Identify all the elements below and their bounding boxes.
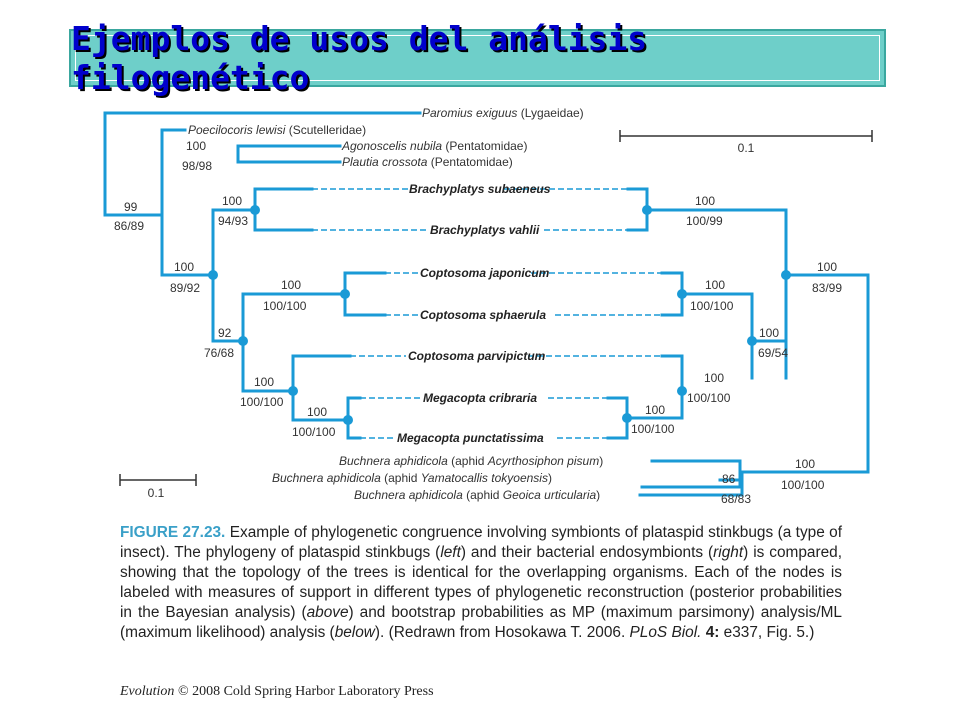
title-inner-border	[75, 35, 880, 81]
support-above: 92	[218, 326, 232, 340]
support-above: 100	[705, 278, 725, 292]
taxon-agonoscelis: Agonoscelis nubila (Pentatomidae)	[341, 139, 527, 153]
host-tree-dashes	[312, 188, 662, 439]
support-below: 100/100	[263, 299, 307, 313]
taxon-coptosoma-japonicum: Coptosoma japonicum	[420, 266, 550, 280]
host-tree-branches	[103, 111, 422, 440]
figure-caption: FIGURE 27.23. Example of phylogenetic co…	[120, 524, 842, 641]
figure-label: FIGURE 27.23.	[120, 524, 226, 541]
node-dot	[250, 205, 260, 215]
support-values-right: 100 100/99 100 83/99 100 100/100 100 69/…	[631, 194, 842, 506]
taxon-coptosoma-sphaerula: Coptosoma sphaerula	[420, 308, 546, 322]
support-above: 100	[695, 194, 715, 208]
support-below: 100/100	[781, 478, 825, 492]
support-above: 100	[307, 405, 327, 419]
taxon-plautia: Plautia crossota (Pentatomidae)	[342, 155, 513, 169]
node-dot	[208, 270, 218, 280]
node-dot	[642, 205, 652, 215]
support-above: 100	[281, 278, 301, 292]
taxon-buchnera-geoica: Buchnera aphidicola (aphid Geoica urticu…	[354, 488, 600, 502]
node-dot	[288, 386, 298, 396]
support-below: 76/68	[204, 346, 234, 360]
support-below: 68/83	[721, 492, 751, 506]
support-below: 69/54	[758, 346, 788, 360]
support-below: 100/100	[292, 425, 336, 439]
taxon-brachyplatys-subaeneus: Brachyplatys subaeneus	[409, 182, 551, 196]
support-below: 89/92	[170, 281, 200, 295]
ingroup-taxa: Brachyplatys subaeneus Brachyplatys vahl…	[397, 182, 551, 445]
slide-title: Ejemplos de usos del análisis filogenéti…	[71, 19, 648, 97]
taxon-megacopta-cribraria: Megacopta cribraria	[423, 391, 537, 405]
taxon-megacopta-punctatissima: Megacopta punctatissima	[397, 431, 544, 445]
support-above: 100	[186, 139, 206, 153]
copyright-footer: Evolution © 2008 Cold Spring Harbor Labo…	[120, 684, 434, 699]
support-above: 100	[704, 371, 724, 385]
support-above: 100	[759, 326, 779, 340]
support-above: 100	[817, 260, 837, 274]
node-dot	[622, 413, 632, 423]
symbiont-tree-branches	[606, 187, 870, 497]
support-below: 86/89	[114, 219, 144, 233]
taxon-buchnera-yamatocallis: Buchnera aphidicola (aphid Yamatocallis …	[272, 471, 552, 485]
support-below: 100/99	[686, 214, 723, 228]
node-dot	[238, 336, 248, 346]
support-below: 100/100	[240, 395, 284, 409]
node-dot	[343, 415, 353, 425]
node-dot	[781, 270, 791, 280]
support-above: 100	[254, 375, 274, 389]
taxon-coptosoma-parvipictum: Coptosoma parvipictum	[408, 349, 546, 363]
taxon-paromius: Paromius exiguus (Lygaeidae)	[422, 106, 584, 120]
node-dot	[677, 289, 687, 299]
support-below: 100/100	[631, 422, 675, 436]
scale-bar-right	[619, 130, 873, 142]
taxon-brachyplatys-vahlii: Brachyplatys vahlii	[430, 223, 540, 237]
support-below: 83/99	[812, 281, 842, 295]
buchnera-taxa: Buchnera aphidicola (aphid Acyrthosiphon…	[272, 454, 603, 502]
node-dot	[340, 289, 350, 299]
support-below: 100/100	[690, 299, 734, 313]
support-above: 100	[795, 457, 815, 471]
outgroup-taxa: Paromius exiguus (Lygaeidae) Poecilocori…	[188, 106, 584, 169]
support-above: 99	[124, 200, 138, 214]
node-dot	[747, 336, 757, 346]
support-above: 100	[222, 194, 242, 208]
support-above: 100	[645, 403, 665, 417]
support-values-left: 100 98/98 99 86/89 100 89/92 100 94/93 9…	[114, 139, 336, 439]
node-dot	[677, 386, 687, 396]
support-below: 94/93	[218, 214, 248, 228]
title-banner: Ejemplos de usos del análisis filogenéti…	[69, 19, 886, 97]
support-below: 98/98	[182, 159, 212, 173]
scale-label-right: 0.1	[738, 141, 755, 155]
node-dots	[208, 205, 791, 425]
taxon-buchnera-acyrthosiphon: Buchnera aphidicola (aphid Acyrthosiphon…	[339, 454, 603, 468]
support-above: 100	[174, 260, 194, 274]
book-title: Evolution	[120, 684, 175, 699]
taxon-poecilocoris: Poecilocoris lewisi (Scutelleridae)	[188, 123, 366, 137]
scale-bar-left	[119, 474, 197, 486]
support-above: 86	[722, 472, 736, 486]
support-below: 100/100	[687, 391, 731, 405]
scale-label-left: 0.1	[148, 486, 165, 500]
